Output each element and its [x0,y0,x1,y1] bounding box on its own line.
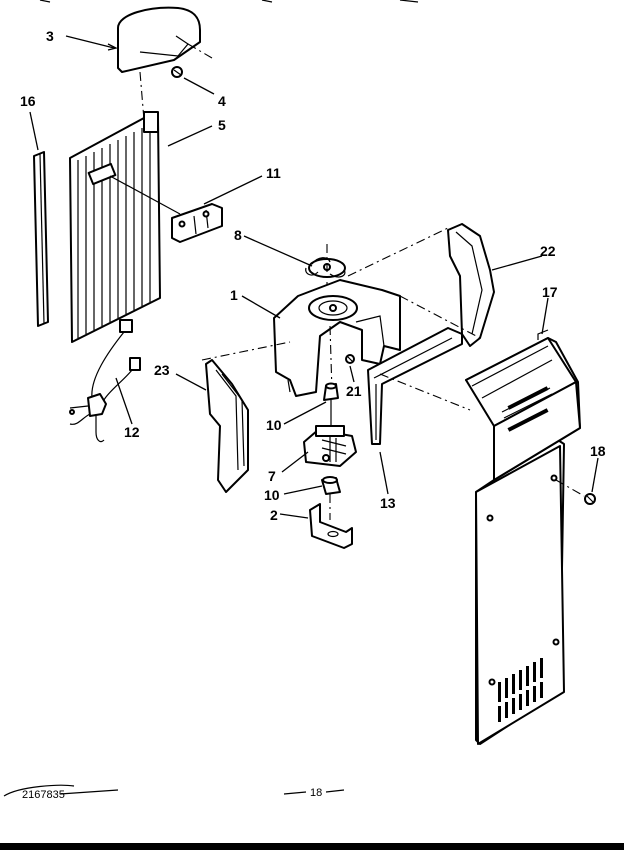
footer: 2167835 18 [0,784,624,850]
part-12-wire-harness [69,319,141,443]
part-3-duct-cap [117,6,213,121]
part-7-fan-motor [303,425,357,467]
part-5-evaporator-panel [69,111,181,343]
callout-5: 5 [218,117,226,133]
callout-7: 7 [268,468,276,484]
part-2-motor-bracket [309,503,353,549]
callout-23: 23 [154,362,170,378]
callout-3: 3 [46,28,54,44]
callout-17: 17 [542,284,558,300]
part-10-lower-grommet [321,476,341,520]
callout-2: 2 [270,507,278,523]
part-4-screw [171,66,183,78]
part-17-rear-duct-cover [465,329,581,745]
part-16-seal-strip [33,151,49,327]
callout-18: 18 [590,443,606,459]
callout-21: 21 [346,383,362,399]
part-22-right-side-panel [447,223,495,347]
callout-labels: 3 4 5 16 11 8 1 23 12 10 21 7 10 2 13 22… [20,28,606,523]
top-edge-marks [39,0,419,3]
callout-4: 4 [218,93,226,109]
assembly-lines [201,227,481,411]
part-18-screw [555,479,596,505]
part-21-screw [345,354,355,364]
callout-8: 8 [234,227,242,243]
callout-13: 13 [380,495,396,511]
part-13-gasket-frame [367,327,463,445]
callout-11: 11 [266,165,281,181]
vent-slots [498,658,543,722]
part-8-fan-blade [305,244,346,300]
drawing-number: 2167835 [22,789,65,801]
leader-lines [29,35,599,519]
callout-22: 22 [540,243,556,259]
callout-16: 16 [20,93,36,109]
part-10-upper-grommet [323,382,339,426]
part-1-fan-housing [273,279,401,397]
callout-12: 12 [124,424,140,440]
part-23-side-panel [205,359,249,493]
callout-1: 1 [230,287,238,303]
callout-10-lower: 10 [264,487,280,503]
bottom-rule [0,843,624,850]
page-number: 18 [310,787,322,799]
callout-10-upper: 10 [266,417,282,433]
part-11-bracket [171,203,223,243]
